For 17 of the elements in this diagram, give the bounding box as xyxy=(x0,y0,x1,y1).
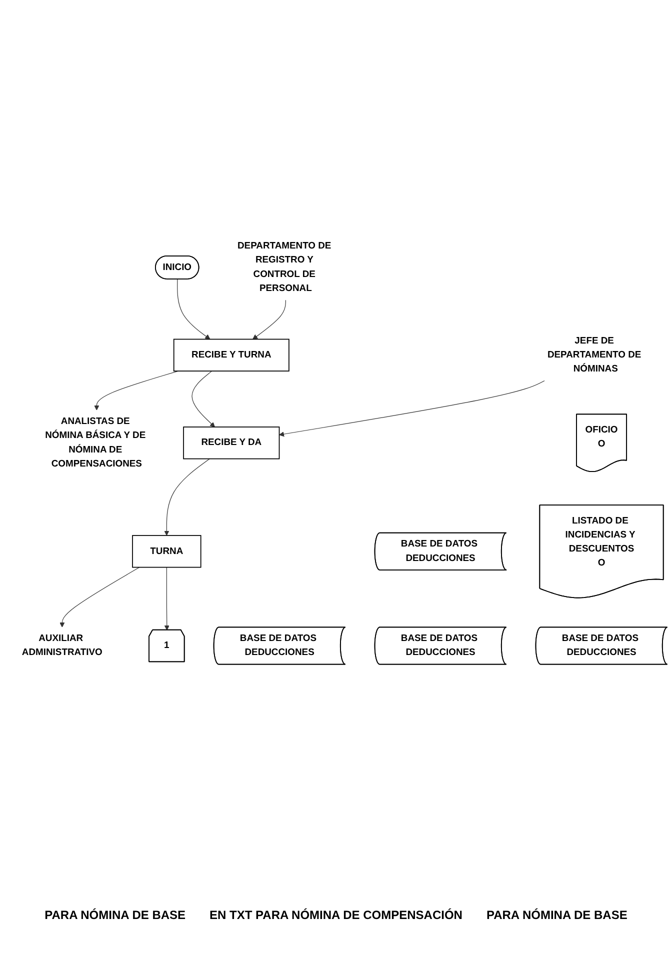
arrow xyxy=(252,300,286,340)
node-box: RECIBE Y TURNA xyxy=(173,339,290,372)
arrow xyxy=(60,568,140,628)
arrow xyxy=(177,279,210,340)
arrow xyxy=(164,568,170,631)
node-box: TURNA xyxy=(132,536,202,568)
node-text: ANALISTAS DE NÓMINA BÁSICA Y DE NÓMINA DE COMPENSACIONES xyxy=(45,416,146,470)
note-text: PARA NÓMINA DE BASE xyxy=(486,908,628,922)
node-text: DEPARTAMENTO DE REGISTRO Y CONTROL DE PERSONAL xyxy=(238,241,332,294)
note-text: PARA NÓMINA DE BASE xyxy=(44,908,186,922)
node-text: JEFE DE DEPARTAMENTO DE NÓMINAS xyxy=(547,336,642,374)
arrow xyxy=(192,371,215,428)
arrow xyxy=(164,458,210,536)
node-text: AUXILIAR ADMINISTRATIVO xyxy=(22,634,102,658)
arrow xyxy=(279,380,545,438)
note-text: EN TXT PARA NÓMINA DE COMPENSACIÓN xyxy=(210,908,462,922)
node-box: RECIBE Y DA xyxy=(183,427,280,460)
